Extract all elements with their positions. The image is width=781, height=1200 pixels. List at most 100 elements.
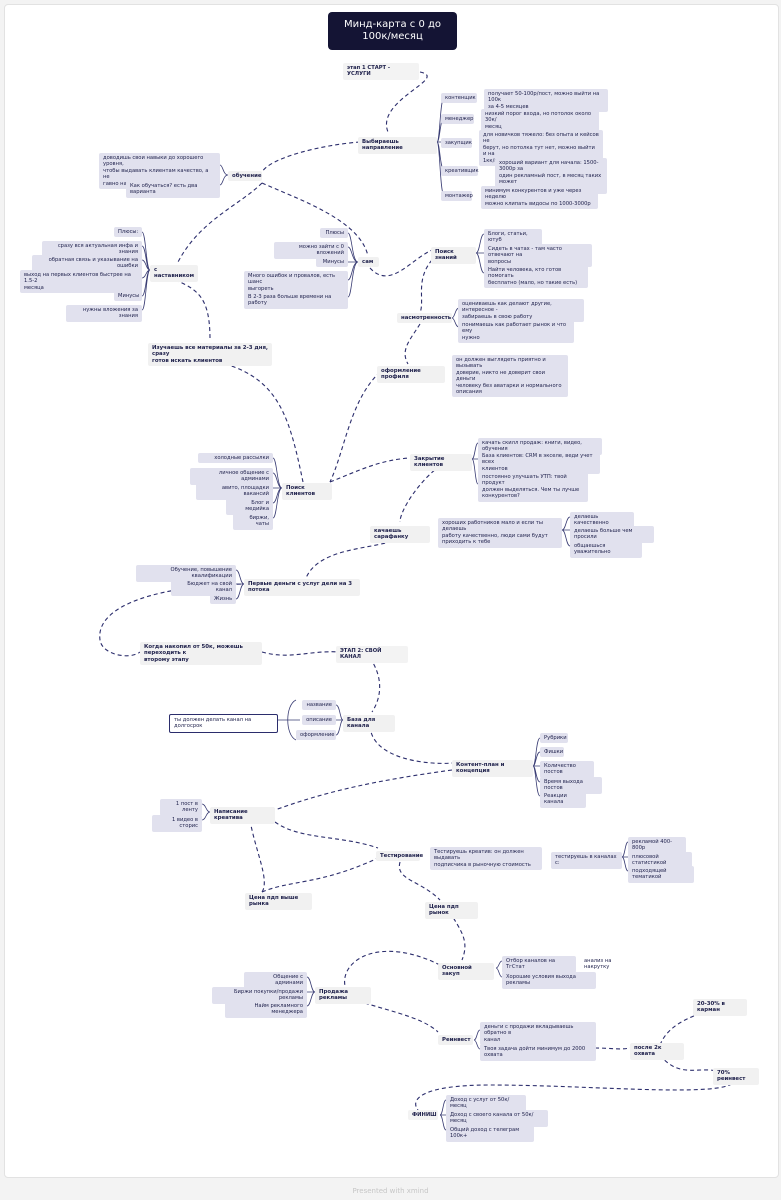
after-2k-node[interactable]: после 2к охвата (630, 1043, 684, 1060)
creative-writing-node[interactable]: Написание креатива (210, 807, 275, 824)
writing-2[interactable]: 1 видео в сторис (152, 815, 202, 832)
word-of-mouth-desc[interactable]: хороших работников мало и если ты делаеш… (438, 518, 562, 548)
word-2[interactable]: делаешь больше чем просили (570, 526, 654, 543)
ads-2[interactable]: Биржи покупки/продажи рекламы (212, 987, 307, 1004)
testing-node[interactable]: Тестирование (376, 851, 423, 862)
word-3[interactable]: общаешься уважительно (570, 541, 642, 558)
clients-5[interactable]: биржи, чаты (233, 513, 273, 530)
branch (436, 97, 445, 196)
self-minus-2[interactable]: В 2-3 раза больше времени на работу (244, 292, 348, 309)
mentor-plus-3[interactable]: выход на первых клиентов быстрее на 1.5-… (20, 270, 142, 294)
search-2[interactable]: Сидеть в чатах - там часто отвечают на в… (484, 244, 592, 268)
clients-2[interactable]: личное общение с админами (190, 468, 273, 485)
finish-2[interactable]: Доход с своего канала от 50к/месяц (446, 1110, 548, 1127)
closing-1[interactable]: качать скилл продаж: книги, видео, обуче… (478, 438, 602, 455)
money-3[interactable]: Жизнь (210, 594, 236, 605)
money-2[interactable]: Бюджет на свой канал (171, 579, 236, 596)
connector (398, 861, 441, 901)
mentor-minus-1[interactable]: нужны вложения за знания (66, 305, 142, 322)
insight-node[interactable]: насмотренность (397, 313, 452, 324)
reinvest-node[interactable]: Реинвест (438, 1035, 473, 1046)
purchase-1[interactable]: Отбор каналов на ТгСтат (502, 956, 576, 973)
mentor-plus-2[interactable]: обратная связь и указывание на ошибки (32, 255, 142, 272)
self-minus[interactable]: Минусы (316, 257, 348, 268)
finish-heading[interactable]: ФИНИШ (408, 1110, 438, 1121)
base-2[interactable]: описание (302, 715, 336, 726)
purchase-1-analysis[interactable]: анализ на накрутку (584, 958, 612, 971)
base-3[interactable]: оформление (296, 730, 336, 741)
price-market-node[interactable]: Цена пдп рынок (425, 902, 478, 919)
ads-3[interactable]: Найм рекламного менеджера (225, 1001, 307, 1018)
buyer-node[interactable]: закупщик (441, 138, 472, 149)
editor-desc[interactable]: минимум конкурентов и уже через неделю м… (481, 186, 598, 210)
plan-1[interactable]: Рубрики (540, 733, 568, 744)
finish-1[interactable]: Доход с услуг от 50к/месяц (446, 1095, 526, 1112)
channel-base-node[interactable]: База для канала (343, 715, 395, 732)
word-1[interactable]: делаешь качественно (570, 512, 634, 529)
first-money-node[interactable]: Первые деньги с услуг дели на 3 потока (244, 579, 360, 596)
content-plan-node[interactable]: Контент-план и концепция (452, 760, 533, 777)
search-1[interactable]: Блоги, статьи, ютуб (484, 229, 542, 246)
contentmaker-desc[interactable]: получает 50-100р/пост, можно выйти на 10… (484, 89, 608, 113)
study-node[interactable]: Изучаешь все материалы за 2-3 дня, сразу… (148, 343, 272, 367)
price-above-node[interactable]: Цена пдп выше рынка (245, 893, 312, 910)
self-plus-1[interactable]: можно зайти с 0 вложений (274, 242, 348, 259)
saved-node[interactable]: Когда накопил от 50к, можешь переходить … (140, 642, 262, 666)
plan-5[interactable]: Реакции канала (540, 791, 586, 808)
closing-2[interactable]: База клиентов: CRM в экселе, веди учет в… (478, 451, 600, 475)
test-channel-1[interactable]: рекламой 400-800р (628, 837, 686, 854)
self-plus[interactable]: Плюсы (320, 228, 348, 239)
reinvest-2[interactable]: Твоя задача дойти минимум до 2000 охвата (480, 1044, 596, 1061)
closing-3[interactable]: постоянно улучшать УТП: твой продукт дол… (478, 472, 588, 502)
self-minus-1[interactable]: Много ошибок и провалов, есть шанс выгор… (244, 271, 348, 295)
ads-1[interactable]: Общение с админами (244, 972, 307, 989)
how-to-learn[interactable]: Как обучаться? есть два варианта (126, 181, 220, 198)
base-1[interactable]: название (302, 700, 336, 711)
plan-3[interactable]: Количество постов (540, 761, 594, 778)
reinvest-pct-node[interactable]: 70% реинвест (713, 1068, 759, 1085)
client-search-node[interactable]: Поиск клиентов (282, 483, 332, 500)
connector (261, 141, 361, 173)
creative-node[interactable]: креативщик (441, 166, 479, 177)
test-channel-3[interactable]: подходящей тематикой (628, 866, 694, 883)
closing-clients-node[interactable]: Закрытие клиентов (410, 454, 472, 471)
ad-sales-node[interactable]: Продажа рекламы (315, 987, 371, 1004)
stage-2-heading[interactable]: ЭТАП 2: СВОЙ КАНАЛ (336, 646, 408, 663)
writing-1[interactable]: 1 пост в ленту (160, 799, 202, 816)
choose-direction-node[interactable]: Выбираешь направление (358, 137, 437, 154)
learning-node[interactable]: обучение (228, 171, 262, 182)
search-knowledge-node[interactable]: Поиск знаний (431, 247, 476, 264)
plan-4[interactable]: Время выхода постов (540, 777, 602, 794)
reinvest-1[interactable]: деньги с продажи вкладываешь обратно в к… (480, 1022, 596, 1046)
contentmaker-node[interactable]: контенщик (441, 93, 477, 104)
mentor-plus-1[interactable]: сразу вся актуальная инфа и знания (42, 241, 142, 258)
clients-1[interactable]: холодные рассылки (198, 453, 273, 464)
mentor-minus[interactable]: Минусы (114, 291, 142, 302)
insight-2[interactable]: понимаешь как работает рынок и что ему н… (458, 320, 574, 344)
editor-node[interactable]: монтажер (441, 191, 473, 202)
purchase-2[interactable]: Хорошие условия выхода рекламы (502, 972, 596, 989)
branch (495, 960, 503, 978)
manager-desc[interactable]: низкий порог входа, но потолок около 30к… (481, 109, 599, 133)
profile-node[interactable]: оформление профиля (377, 366, 445, 383)
testing-channels[interactable]: тестируешь в каналах с: (551, 852, 622, 869)
clients-3[interactable]: авито, площадки вакансий (196, 483, 273, 500)
search-3[interactable]: Найти человека, кто готов помогать беспл… (484, 265, 588, 289)
stage-1-heading[interactable]: этап 1 СТАРТ - УСЛУГИ (343, 63, 419, 80)
money-1[interactable]: Обучение, повышение квалификации (136, 565, 236, 582)
testing-desc[interactable]: Тестируешь креатив: он должен выдавать п… (430, 847, 542, 871)
word-of-mouth-node[interactable]: качаешь сарафанку (370, 526, 430, 543)
mentor-plus[interactable]: Плюсы: (114, 227, 142, 238)
mentor-node[interactable]: с наставником (150, 265, 198, 282)
long-term-note[interactable]: ты должен делать канал на долгосрок (169, 714, 278, 733)
finish-3[interactable]: Общий доход с телеграм 100к+ (446, 1125, 534, 1142)
manager-node[interactable]: менеджер (441, 114, 474, 125)
test-channel-2[interactable]: плюсовой статистикой (628, 852, 692, 869)
self-node[interactable]: сам (358, 257, 379, 268)
plan-2[interactable]: Фишки (540, 747, 564, 758)
main-purchase-node[interactable]: Основной закуп (438, 963, 494, 980)
pocket-node[interactable]: 20-30% в карман (693, 999, 747, 1016)
insight-1[interactable]: оцениваешь как делают другие, интересное… (458, 299, 584, 323)
clients-4[interactable]: Блог и медийка (226, 498, 273, 515)
profile-1[interactable]: он должен выглядеть приятно и вызывать д… (452, 355, 568, 398)
